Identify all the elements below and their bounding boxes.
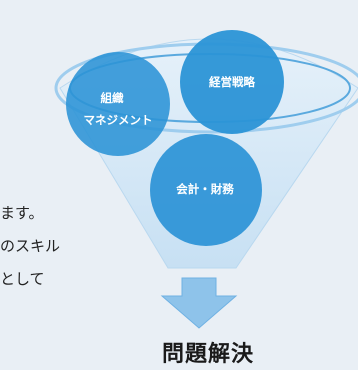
- result-label: 問題解決: [161, 342, 254, 367]
- circle-finance: [150, 134, 262, 246]
- circle-label-strategy: 経営戦略: [209, 75, 255, 89]
- body-text-line: のスキル: [0, 237, 61, 255]
- circle-strategy: [180, 30, 284, 134]
- down-arrow-icon: [160, 277, 238, 329]
- body-text-line: として: [0, 270, 45, 288]
- circle-label-organization: 組織: [101, 91, 124, 105]
- circle-organization: [66, 52, 170, 156]
- body-text-line: ます。: [0, 204, 44, 222]
- circle-label-organization: マネジメント: [84, 113, 153, 127]
- circle-label-finance: 会計・財務: [175, 182, 234, 196]
